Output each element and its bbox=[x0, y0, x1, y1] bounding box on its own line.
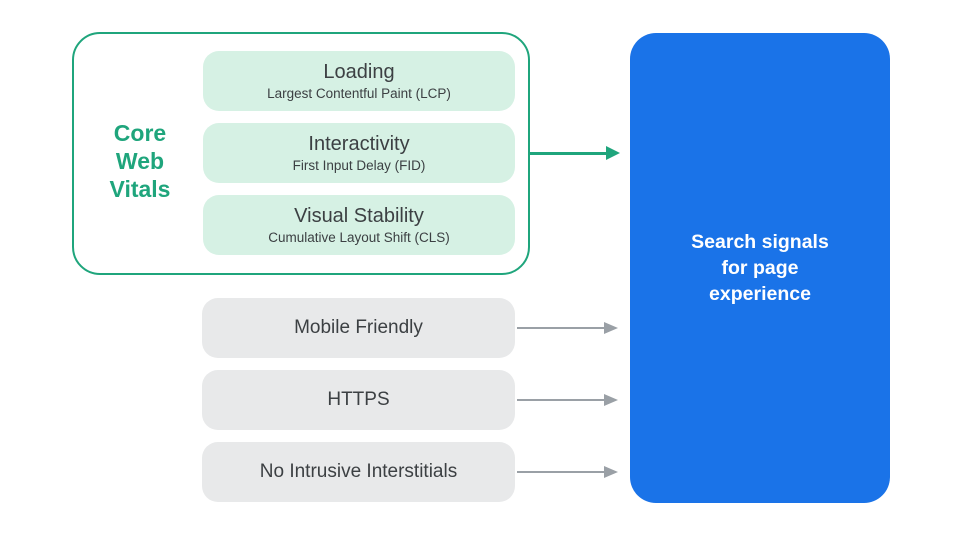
vital-title-interactivity: Interactivity bbox=[308, 132, 410, 155]
vital-title-visual-stability: Visual Stability bbox=[294, 204, 424, 227]
cwv-title-line-1: Core bbox=[113, 120, 167, 146]
vital-subtitle-lcp: Largest Contentful Paint (LCP) bbox=[267, 85, 451, 101]
signal-pill-no-intrusive-interstitials: No Intrusive Interstitials bbox=[202, 442, 515, 502]
search-signals-label: Search signals for page experience bbox=[691, 229, 829, 307]
signal-pill-https: HTTPS bbox=[202, 370, 515, 430]
arrow-head bbox=[604, 322, 618, 334]
arrow-head bbox=[604, 394, 618, 406]
result-line-3: experience bbox=[709, 283, 811, 305]
cwv-title-line-3: Vitals bbox=[109, 176, 171, 202]
arrow-line bbox=[517, 471, 606, 473]
arrow-line bbox=[517, 399, 606, 401]
vital-pill-visual-stability: Visual Stability Cumulative Layout Shift… bbox=[203, 195, 515, 255]
search-signals-box: Search signals for page experience bbox=[630, 33, 890, 503]
vital-title-loading: Loading bbox=[323, 60, 395, 83]
signal-label-mobile-friendly: Mobile Friendly bbox=[294, 317, 423, 338]
arrow-line bbox=[530, 152, 608, 155]
vital-pill-loading: Loading Largest Contentful Paint (LCP) bbox=[203, 51, 515, 111]
arrow-core-web-vitals-icon bbox=[530, 146, 620, 161]
result-line-2: for page bbox=[721, 257, 799, 279]
cwv-title-line-2: Web bbox=[115, 148, 165, 174]
arrow-https-icon bbox=[517, 393, 618, 408]
arrow-mobile-friendly-icon bbox=[517, 321, 618, 336]
signal-label-no-intrusive-interstitials: No Intrusive Interstitials bbox=[259, 461, 458, 482]
arrow-head bbox=[604, 466, 618, 478]
vital-subtitle-cls: Cumulative Layout Shift (CLS) bbox=[268, 229, 450, 245]
signal-pill-mobile-friendly: Mobile Friendly bbox=[202, 298, 515, 358]
core-web-vitals-title: Core Web Vitals bbox=[85, 119, 195, 203]
vital-pill-interactivity: Interactivity First Input Delay (FID) bbox=[203, 123, 515, 183]
arrow-no-intrusive-interstitials-icon bbox=[517, 465, 618, 480]
signal-label-https: HTTPS bbox=[327, 389, 390, 410]
result-line-1: Search signals bbox=[691, 231, 829, 253]
vital-subtitle-fid: First Input Delay (FID) bbox=[292, 157, 426, 173]
arrow-line bbox=[517, 327, 606, 329]
arrow-head bbox=[606, 146, 620, 160]
